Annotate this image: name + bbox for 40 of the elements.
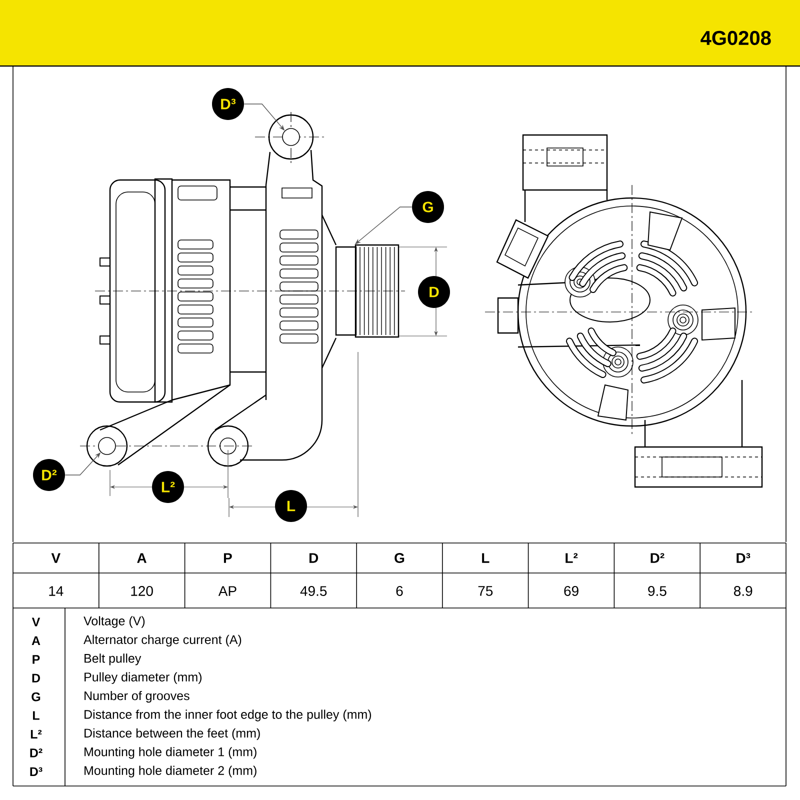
- description-text: Mounting hole diameter 2 (mm): [84, 766, 256, 778]
- description-text: Number of grooves: [84, 690, 190, 703]
- pulley: [335, 244, 400, 338]
- value-text: 49.5: [300, 586, 327, 596]
- column-heading: V: [51, 553, 60, 563]
- symbol-text: G: [32, 692, 40, 702]
- symbol-text: A: [32, 636, 40, 645]
- column-heading: G: [394, 553, 404, 563]
- description-text: Alternator charge current (A): [84, 634, 242, 647]
- value-text: 69: [564, 586, 578, 596]
- value-text: 6: [396, 586, 403, 596]
- column-heading: L²: [566, 553, 578, 563]
- value-text: 14: [49, 586, 64, 596]
- symbol-text: D²: [30, 748, 42, 758]
- column-heading: D²: [650, 553, 664, 563]
- value-text: 75: [478, 586, 493, 596]
- value-text: 120: [131, 586, 153, 596]
- symbol-text: D: [32, 674, 40, 682]
- value-text: AP: [218, 586, 236, 596]
- mounting-hole: [282, 128, 300, 146]
- value-text: 9.5: [648, 586, 666, 596]
- symbol-text: D³: [30, 767, 42, 776]
- symbol-text: L²: [30, 730, 42, 739]
- symbol-text: V: [32, 618, 40, 626]
- mounting-hole: [98, 437, 116, 455]
- description-text: Mounting hole diameter 1 (mm): [84, 747, 256, 759]
- value-text: 8.9: [734, 586, 752, 596]
- description-text: Distance between the feet (mm): [84, 728, 260, 740]
- part-number: 4G0208: [700, 30, 771, 46]
- column-heading: D³: [736, 553, 750, 563]
- symbol-text: P: [32, 655, 40, 664]
- column-heading: A: [137, 553, 146, 563]
- symbol-text: L: [33, 711, 40, 720]
- column-heading: D: [310, 553, 318, 563]
- column-heading: L: [482, 553, 490, 563]
- description-text: Distance from the inner foot edge to the pulley (mm): [84, 710, 372, 722]
- description-text: Pulley diameter (mm): [84, 672, 202, 684]
- column-heading: P: [224, 553, 232, 563]
- description-text: Belt pulley: [84, 654, 142, 666]
- description-text: Voltage (V): [84, 616, 145, 628]
